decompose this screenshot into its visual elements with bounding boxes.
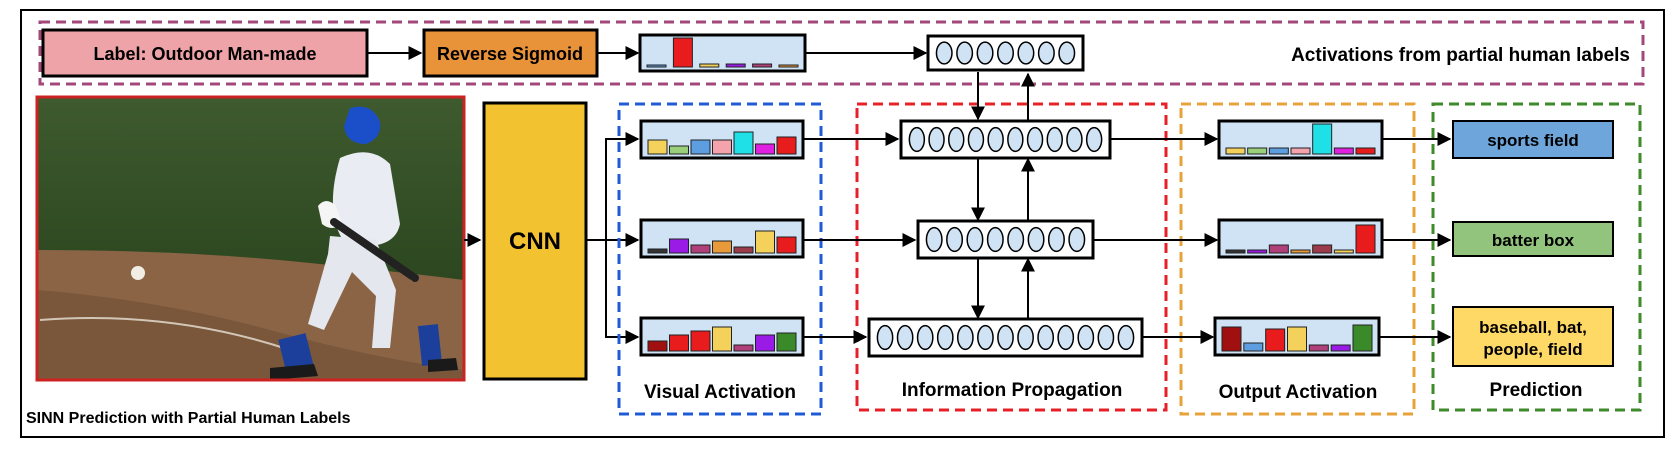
figure-caption: SINN Prediction with Partial Human Label…	[26, 410, 351, 427]
prediction-3-text-line1: baseball, bat,	[1479, 318, 1587, 337]
label-box	[41, 28, 369, 78]
output-activation-1	[1217, 119, 1384, 160]
visual-activation-3	[639, 316, 805, 357]
information-propagation-section	[855, 102, 1168, 412]
visual-activation-2	[639, 218, 805, 259]
information-propagation-title: Information Propagation	[902, 380, 1123, 401]
arrow-cnn-to-visual-3	[605, 240, 640, 344]
reverse-sigmoid-box	[422, 28, 599, 78]
visual-activation-section	[617, 102, 823, 416]
output-activation-title: Output Activation	[1219, 382, 1378, 403]
prediction-title: Prediction	[1490, 380, 1583, 401]
input-photo	[35, 95, 466, 382]
partial-labels-title: Activations from partial human labels	[1291, 45, 1630, 66]
prediction-2-text: batter box	[1492, 231, 1575, 250]
visual-activation-title: Visual Activation	[644, 382, 796, 403]
prediction-box-1	[1452, 120, 1614, 159]
prediction-1-text: sports field	[1487, 131, 1579, 150]
reverse-sigmoid-text: Reverse Sigmoid	[437, 44, 583, 64]
prediction-section	[1431, 102, 1642, 412]
visual-activation-1	[639, 119, 805, 160]
label-box-text: Label: Outdoor Man-made	[93, 44, 316, 64]
prediction-box-3	[1452, 306, 1614, 367]
partial-label-activation	[638, 33, 807, 73]
output-activation-2	[1217, 218, 1384, 259]
cnn-label: CNN	[509, 228, 561, 255]
arrow-cnn-to-visual-1	[605, 132, 640, 240]
fine-neuron-layer	[899, 119, 1112, 160]
cnn-block	[482, 101, 588, 381]
middle-neuron-layer	[916, 219, 1095, 260]
output-activation-section	[1179, 102, 1416, 416]
output-activation-3	[1213, 316, 1381, 357]
prediction-3-text-line2: people, field	[1483, 340, 1582, 359]
label-neuron-layer	[926, 34, 1085, 72]
partial-labels-region	[38, 20, 1645, 86]
prediction-box-2	[1452, 221, 1614, 257]
coarse-neuron-layer	[867, 317, 1144, 358]
